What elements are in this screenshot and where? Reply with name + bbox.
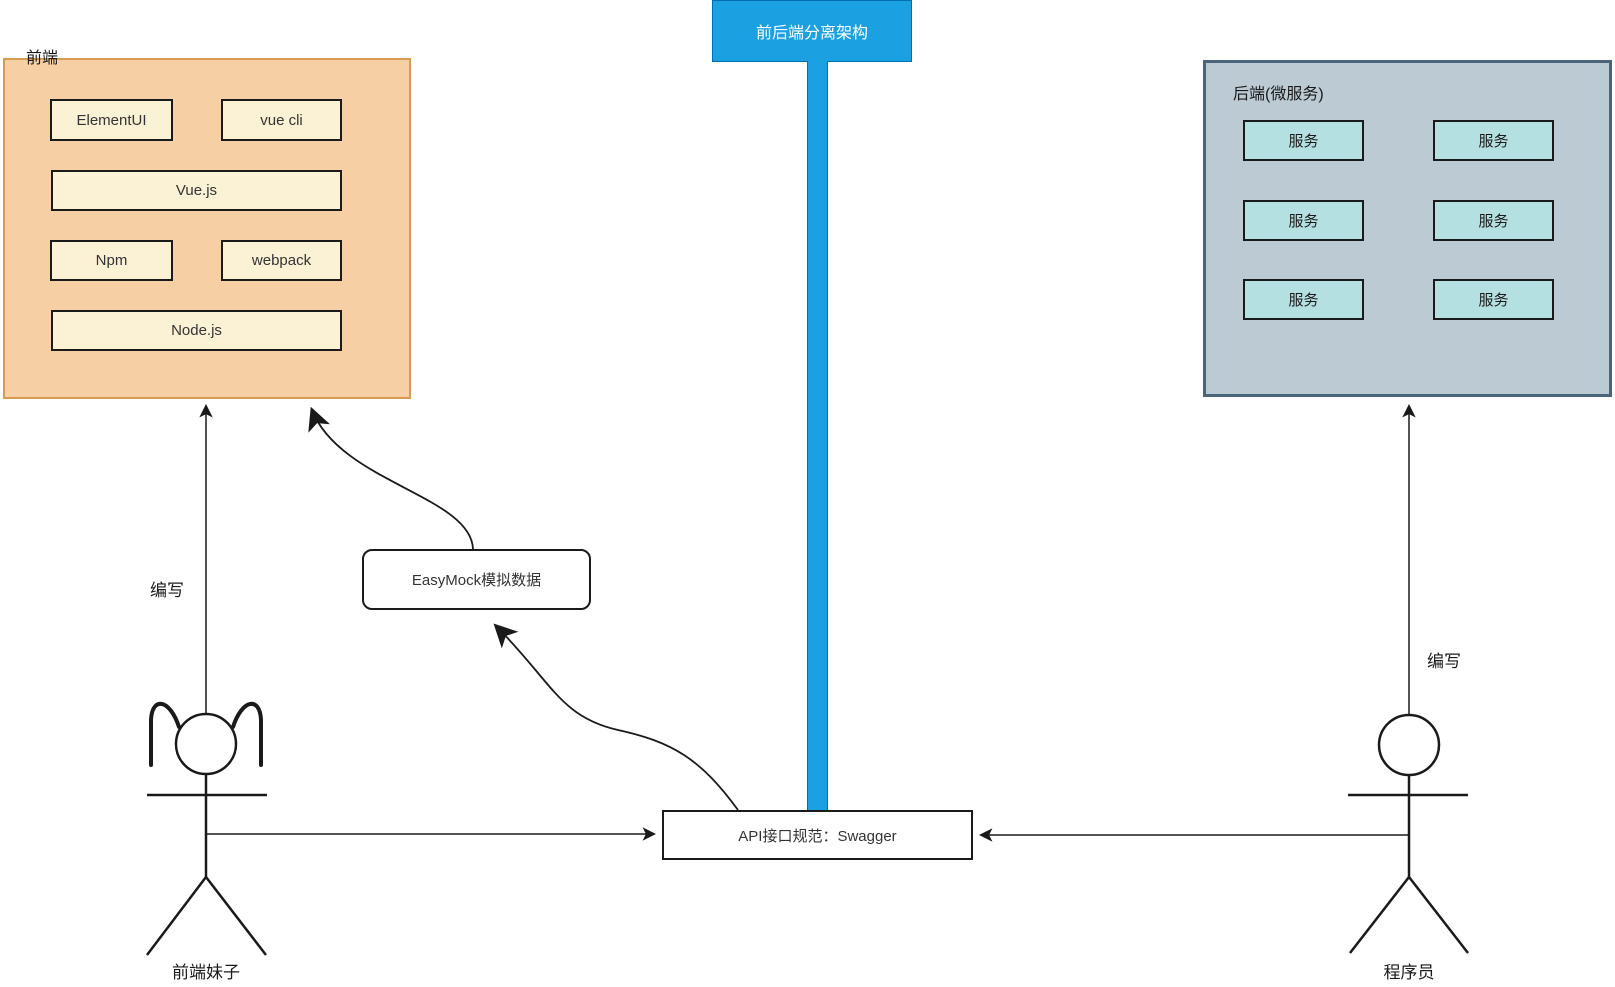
pigtail-left [149,701,181,767]
frontend-group-label: 前端 [26,50,59,67]
service-box: 服务 [1433,200,1554,241]
backend-group-label: 后端(微服务) [1233,86,1324,103]
actor-frontend-girl-figure [146,701,267,956]
service-box: 服务 [1243,120,1364,161]
easymock-box: EasyMock模拟数据 [362,549,591,610]
frontend-item-npm: Npm [50,240,173,281]
title-stem-bar [807,61,828,811]
pigtail-right [231,701,263,767]
edge-easymock-frontend [308,406,474,550]
frontend-item-webpack: webpack [221,240,342,281]
service-box: 服务 [1243,279,1364,320]
write-label-right: 编写 [1427,652,1461,671]
frontend-item-vue-cli: vue cli [221,99,342,141]
legs [1349,876,1469,954]
frontend-item-vuejs: Vue.js [51,170,342,211]
head [174,712,238,776]
service-box: 服务 [1433,279,1554,320]
title-banner: 前后端分离架构 [712,0,912,62]
frontend-item-nodejs: Node.js [51,310,342,351]
service-box: 服务 [1243,200,1364,241]
legs [146,876,267,956]
api-spec-box: API接口规范：Swagger [662,810,973,860]
head [1377,713,1441,777]
actor-programmer-figure [1348,713,1469,954]
frontend-item-elementui: ElementUI [50,99,173,141]
actor-programmer-label: 程序员 [1383,963,1435,982]
actor-frontend-girl-label: 前端妹子 [172,963,240,982]
service-box: 服务 [1433,120,1554,161]
write-label-left: 编写 [150,581,184,600]
edge-api-easymock [493,623,739,811]
